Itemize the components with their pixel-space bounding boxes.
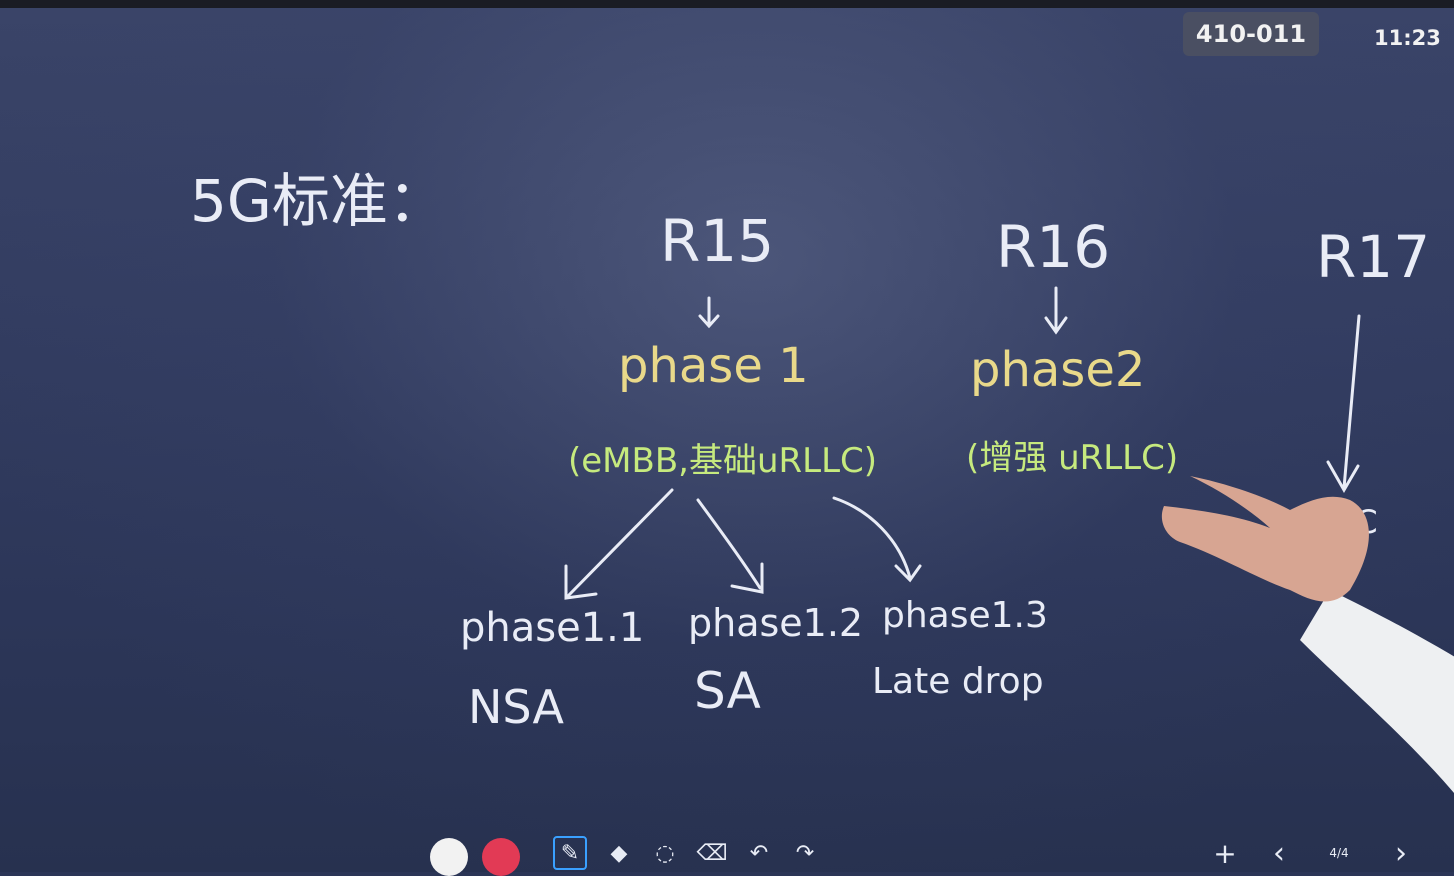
color-red-swatch[interactable] bbox=[482, 838, 520, 876]
sub-phase-1-note: NSA bbox=[468, 680, 564, 734]
sub-phase-3-name: phase1.3 bbox=[882, 595, 1048, 636]
clear-icon: ⌫ bbox=[696, 840, 728, 866]
chevron-left-icon: ‹ bbox=[1273, 835, 1285, 871]
sub-phase-2-name: phase1.2 bbox=[688, 601, 864, 645]
color-white-swatch[interactable] bbox=[430, 838, 468, 876]
clock: 11:23 bbox=[1374, 26, 1441, 50]
redo-icon: ↷ bbox=[795, 840, 815, 866]
lasso-icon: ◌ bbox=[655, 840, 675, 866]
undo-button[interactable]: ↶ bbox=[742, 836, 776, 870]
release-r17-label: R17 bbox=[1316, 223, 1431, 291]
add-page-button[interactable]: + bbox=[1208, 836, 1242, 870]
sub-phase-2-note: SA bbox=[694, 662, 761, 720]
r17-down-arrow bbox=[1326, 314, 1361, 493]
undo-icon: ↶ bbox=[749, 840, 769, 866]
chevron-right-icon: › bbox=[1395, 835, 1407, 871]
r16-down-arrow bbox=[1044, 286, 1068, 335]
eraser-icon: ◆ bbox=[610, 840, 628, 866]
sub-phase-1-name: phase1.1 bbox=[460, 605, 645, 651]
next-page-button[interactable]: › bbox=[1384, 835, 1418, 871]
clear-tool-button[interactable]: ⌫ bbox=[695, 836, 729, 870]
room-code-badge: 410-011 bbox=[1183, 12, 1319, 56]
arrow-to-phase1-2 bbox=[696, 498, 764, 594]
top-bezel bbox=[0, 0, 1454, 8]
eraser-tool-button[interactable]: ◆ bbox=[602, 836, 636, 870]
lasso-tool-button[interactable]: ◌ bbox=[648, 836, 682, 870]
r15-phase: phase 1 bbox=[618, 338, 809, 394]
arrow-to-phase1-1 bbox=[564, 488, 674, 600]
r16-phase: phase2 bbox=[970, 342, 1146, 398]
arrow-to-phase1-3 bbox=[832, 496, 922, 583]
prev-page-button[interactable]: ‹ bbox=[1262, 835, 1296, 871]
page-indicator: 4/4 bbox=[1322, 836, 1356, 870]
r15-phase-note: (eMBB,基础uRLLC) bbox=[568, 441, 878, 481]
release-r16-label: R16 bbox=[996, 213, 1111, 281]
presenter-hand bbox=[1161, 476, 1454, 793]
pen-tool-button[interactable]: ✎ bbox=[553, 836, 587, 870]
release-r15-label: R15 bbox=[660, 207, 775, 275]
redo-button[interactable]: ↷ bbox=[788, 836, 822, 870]
pen-icon: ✎ bbox=[560, 840, 580, 866]
board-title: 5G标准： bbox=[190, 167, 446, 235]
r15-down-arrow bbox=[698, 296, 720, 329]
page-indicator-text: 4/4 bbox=[1329, 846, 1349, 860]
sub-phase-3-note: Late drop bbox=[872, 661, 1044, 702]
plus-icon: + bbox=[1213, 836, 1237, 870]
r16-phase-note: (增强 uRLLC) bbox=[966, 438, 1179, 478]
